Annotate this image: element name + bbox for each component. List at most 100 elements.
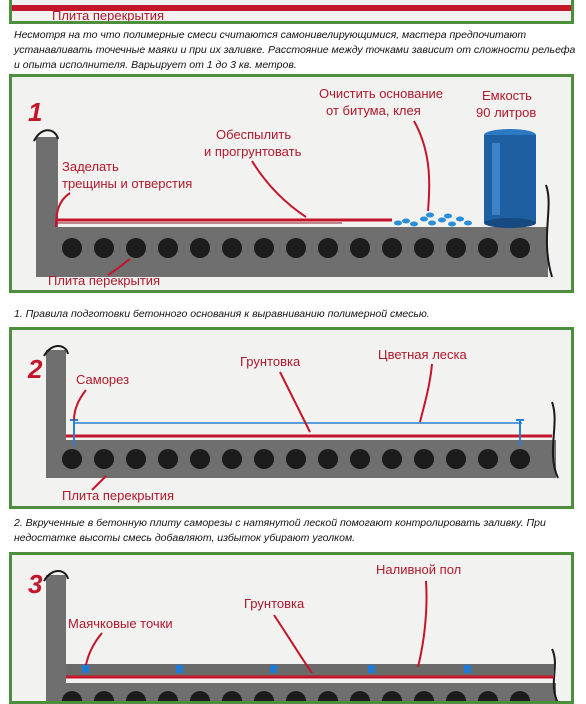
panel-1-label-tank-2: 90 литров	[476, 105, 536, 120]
slab-hole	[318, 449, 338, 469]
panel-1-label-clean-1: Очистить основание	[319, 86, 443, 101]
panel-2-slab-break	[551, 401, 559, 479]
panel-3-beacons	[82, 665, 471, 673]
panel-1-label-tank-1: Емкость	[482, 88, 532, 103]
panel-2-number: 2	[27, 354, 43, 384]
panel-2-label-screw: Саморез	[76, 372, 129, 387]
top-panel-drawing: Плита перекрытия	[12, 5, 571, 23]
slab-hole	[222, 449, 242, 469]
slab-hole	[382, 238, 402, 258]
panel-1-label-clean-2: от битума, клея	[326, 103, 421, 118]
slab-hole	[286, 449, 306, 469]
slab-hole	[286, 238, 306, 258]
slab-hole	[350, 238, 370, 258]
slab-hole	[126, 449, 146, 469]
panel-3-arrows	[85, 580, 428, 674]
slab-hole	[414, 238, 434, 258]
panel-3-drawing: 3 Маячковые точки Грунтовка Наливной пол	[28, 562, 559, 701]
slab-hole	[158, 238, 178, 258]
beacon-point	[82, 665, 89, 673]
panel-1-slab-break	[545, 184, 553, 278]
debris-speck	[426, 212, 434, 218]
slab-hole	[478, 238, 498, 258]
beacon-point	[368, 665, 375, 673]
panel-1-arrow-dust	[251, 160, 307, 218]
debris-speck	[420, 216, 428, 222]
beacon-point	[176, 665, 183, 673]
top-panel: Плита перекрытия	[9, 0, 574, 24]
slab-hole	[222, 238, 242, 258]
panel-1-arrows	[55, 120, 431, 276]
slab-hole	[254, 449, 274, 469]
panel-1-number: 1	[28, 97, 42, 127]
slab-hole	[414, 449, 434, 469]
panel-1-tank	[484, 129, 536, 228]
slab-hole	[94, 449, 114, 469]
intro-text: Несмотря на то что полимерные смеси счит…	[14, 29, 576, 71]
panel-3-label-primer: Грунтовка	[244, 596, 305, 611]
panel-1-wall-break	[33, 129, 59, 142]
debris-speck	[402, 218, 410, 224]
debris-speck	[448, 221, 456, 227]
slab-hole	[190, 238, 210, 258]
debris-speck	[456, 216, 464, 222]
slab-hole	[446, 238, 466, 258]
slab-hole	[62, 449, 82, 469]
panel-2-arrow-screw	[73, 389, 87, 421]
panel-2-label-slab: Плита перекрытия	[62, 488, 174, 503]
panel-2-arrow-slab	[91, 475, 107, 491]
debris-speck	[438, 217, 446, 223]
slab-hole	[510, 449, 530, 469]
slab-hole	[478, 449, 498, 469]
panel-2-drawing: 2 Саморез Грунтовка Цветная леска Плита …	[27, 345, 559, 503]
slab-hole	[158, 449, 178, 469]
panel-2-caption: 2. Вкрученные в бетонную плиту саморезы …	[14, 517, 546, 544]
slab-hole	[382, 449, 402, 469]
panel-1: 1 Заделать трещины и отверстия Обеспылит…	[9, 74, 574, 293]
panel-1-drawing: 1 Заделать трещины и отверстия Обеспылит…	[28, 86, 553, 288]
panel-2-slab-holes	[62, 449, 530, 469]
debris-speck	[428, 220, 436, 226]
slab-hole	[254, 238, 274, 258]
top-primer-strip	[12, 5, 571, 11]
panel-2-label-primer: Грунтовка	[240, 354, 301, 369]
slab-hole	[190, 449, 210, 469]
debris-speck	[410, 221, 418, 227]
panel-3-label-beacons: Маячковые точки	[68, 616, 173, 631]
panel-2-label-line: Цветная леска	[378, 347, 467, 362]
panel-3-arrow-primer	[273, 614, 313, 674]
panel-2: 2 Саморез Грунтовка Цветная леска Плита …	[9, 327, 574, 509]
panel-1-caption: 1. Правила подготовки бетонного основани…	[14, 308, 430, 320]
panel-3-wall-break	[43, 570, 69, 582]
panel-1-arrow-clean	[413, 120, 431, 212]
panel-1-label-slab: Плита перекрытия	[48, 273, 160, 288]
panel-1-label-cracks-2: трещины и отверстия	[62, 176, 192, 191]
slab-hole	[318, 238, 338, 258]
panel-3-number: 3	[28, 569, 43, 599]
panel-3: 3 Маячковые точки Грунтовка Наливной пол	[9, 552, 574, 704]
panel-1-slab-holes	[62, 238, 530, 258]
slab-hole	[350, 449, 370, 469]
panel-1-label-dust-2: и прогрунтовать	[204, 144, 302, 159]
panel-2-arrow-primer	[279, 371, 311, 433]
slab-hole	[510, 238, 530, 258]
panel-2-wall-break	[43, 345, 69, 357]
slab-hole	[94, 238, 114, 258]
panel-1-debris	[394, 212, 472, 227]
panel-3-arrow-floor	[417, 580, 428, 668]
panel-2-arrow-line	[419, 363, 433, 423]
debris-speck	[444, 213, 452, 219]
panel-2-arrows	[73, 363, 433, 491]
panel-1-label-dust-1: Обеспылить	[216, 127, 291, 142]
top-slab-label: Плита перекрытия	[52, 8, 164, 23]
panel-3-wall	[46, 575, 66, 701]
panel-1-arrow-slab	[107, 258, 131, 276]
panel-1-label-cracks-1: Заделать	[62, 159, 119, 174]
panel-1-arrow-cracks	[55, 192, 71, 228]
debris-speck	[394, 220, 402, 226]
slab-hole	[126, 238, 146, 258]
panel-3-label-floor: Наливной пол	[376, 562, 461, 577]
beacon-point	[464, 665, 471, 673]
slab-hole	[62, 238, 82, 258]
panel-3-arrow-beacons	[85, 632, 103, 666]
